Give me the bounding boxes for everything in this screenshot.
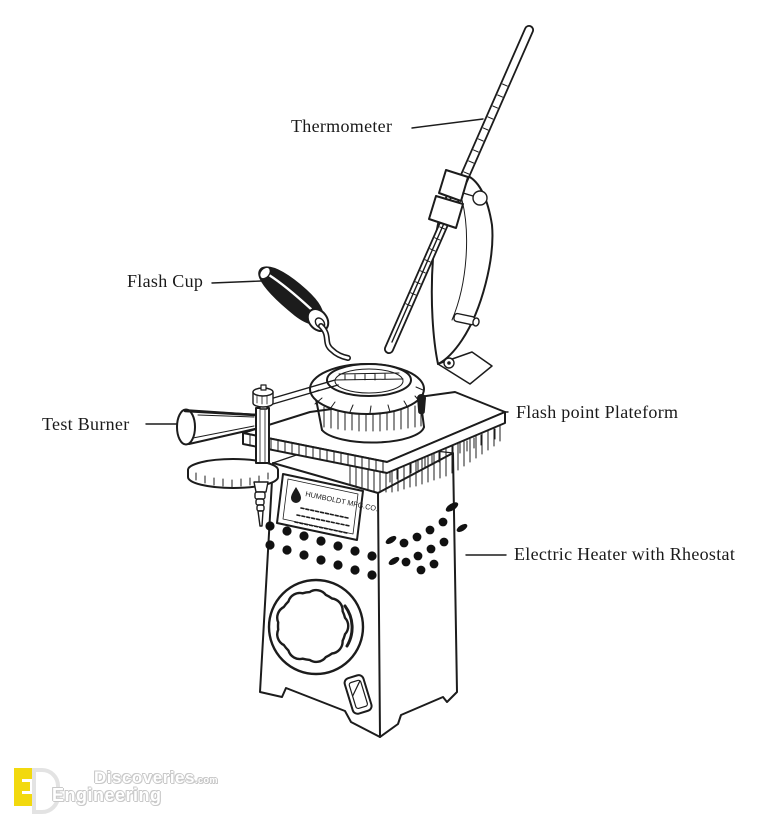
- logo-letter-e: [14, 768, 36, 808]
- label-platform: Flash point Plateform: [516, 402, 679, 422]
- heater-box: HUMBOLDT MFG.CO.: [259, 439, 468, 738]
- power-switch: [343, 674, 373, 715]
- drop-icon: [291, 487, 301, 503]
- drip-tube: [253, 481, 269, 527]
- test-burner-illustration: [176, 379, 339, 527]
- watermark-discoveries: Discoveries.com: [94, 768, 218, 787]
- side-vent-holes: [385, 502, 468, 575]
- test-cup: [309, 363, 425, 415]
- clamp-screw: [472, 190, 488, 206]
- flash-point-platform: [242, 391, 506, 483]
- cup-riser: [315, 395, 425, 444]
- watermark-engineering: Engineering: [52, 785, 162, 805]
- label-thermometer: Thermometer: [291, 116, 393, 136]
- flash-cup-illustration: [258, 266, 351, 361]
- platform-bolt: [417, 394, 426, 415]
- thermometer-clamp: [428, 169, 488, 229]
- leader-thermometer: [411, 118, 484, 129]
- arm-pin: [453, 312, 480, 327]
- leader-flash-cup: [211, 280, 262, 284]
- logo-letter-d: [32, 768, 60, 814]
- watermark-com: .com: [194, 775, 218, 785]
- label-test-burner: Test Burner: [42, 414, 130, 434]
- rheostat-knob: [267, 578, 365, 676]
- label-heater: Electric Heater with Rheostat: [514, 544, 736, 564]
- label-flash-cup: Flash Cup: [127, 271, 204, 291]
- burner-valve: [255, 407, 270, 464]
- watermark-logo: Discoveries.com Engineering: [10, 764, 240, 822]
- thermometer-illustration: [384, 25, 534, 354]
- front-vent-holes: [265, 521, 377, 580]
